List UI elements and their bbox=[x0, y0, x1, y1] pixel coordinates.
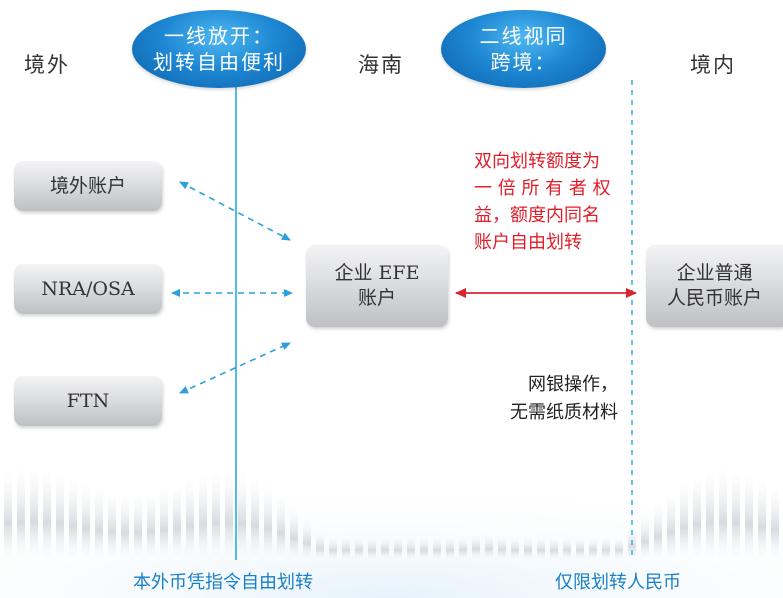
region-hainan: 海南 bbox=[358, 53, 404, 77]
region-offshore: 境外 bbox=[24, 53, 70, 77]
online-banking-note-line: 网银操作， bbox=[528, 374, 618, 395]
wave-bar bbox=[238, 470, 246, 560]
wave-bar bbox=[576, 536, 584, 560]
wave-bar bbox=[95, 486, 103, 560]
wave-bar bbox=[537, 536, 545, 560]
line-one-title-2: 划转自由便利 bbox=[153, 50, 285, 74]
line-two-oval: 二线视同 跨境： bbox=[441, 10, 606, 88]
transfer-limit-note-line: 益，额度内同名 bbox=[474, 205, 600, 226]
wave-bar bbox=[160, 485, 168, 560]
rmb-account-label-1: 企业普通 bbox=[676, 262, 753, 284]
decorative-swirl bbox=[0, 440, 783, 598]
arrow-ftn bbox=[179, 342, 291, 394]
online-banking-note-line: 无需纸质材料 bbox=[510, 402, 618, 423]
line-one-title-1: 一线放开： bbox=[164, 24, 274, 48]
wave-bar bbox=[667, 490, 675, 560]
arrow-offshore-account bbox=[179, 181, 291, 241]
wave-bar bbox=[277, 493, 285, 560]
wave-bar bbox=[329, 536, 337, 560]
transfer-limit-note: 双向划转额度为 一 倍 所 有 者 权 益，额度内同名 账户自由划转 bbox=[474, 148, 611, 256]
wave-bar bbox=[82, 481, 90, 560]
wave-bar bbox=[381, 536, 389, 560]
wave-bar bbox=[147, 489, 155, 560]
wave-bar bbox=[524, 536, 532, 560]
wave-bar bbox=[459, 535, 467, 560]
ftn-box: FTN bbox=[14, 376, 162, 426]
wave-bar bbox=[407, 536, 415, 560]
wave-bar bbox=[511, 536, 519, 560]
wave-bar bbox=[43, 466, 51, 560]
wave-bar bbox=[641, 514, 649, 560]
wave-bar bbox=[108, 489, 116, 560]
wave-bar bbox=[134, 491, 142, 560]
wave-bar bbox=[225, 467, 233, 560]
wave-bar bbox=[550, 536, 558, 560]
wave-bar bbox=[498, 534, 506, 560]
wave-bar bbox=[732, 467, 740, 560]
wave-bar bbox=[342, 536, 350, 560]
wave-bar bbox=[251, 475, 259, 560]
footer-right-caption: 仅限划转人民币 bbox=[555, 572, 681, 593]
decorative-wave-bars bbox=[4, 464, 779, 560]
wave-bar bbox=[433, 536, 441, 560]
wave-bar bbox=[173, 481, 181, 560]
wave-bar bbox=[472, 532, 480, 560]
wave-bar bbox=[563, 536, 571, 560]
wave-bar bbox=[420, 536, 428, 560]
efe-account-label-2: 账户 bbox=[357, 287, 396, 309]
wave-bar bbox=[30, 464, 38, 560]
wave-bar bbox=[706, 467, 714, 560]
wave-bar bbox=[602, 536, 610, 560]
wave-bar bbox=[316, 531, 324, 560]
wave-bar bbox=[758, 477, 766, 560]
wave-bar bbox=[771, 484, 779, 560]
transfer-limit-note-line: 账户自由划转 bbox=[474, 232, 582, 253]
wave-bar bbox=[394, 536, 402, 560]
wave-bar bbox=[264, 483, 272, 560]
footer-left-caption: 本外币凭指令自由划转 bbox=[133, 572, 313, 593]
wave-bar bbox=[186, 475, 194, 560]
wave-bar bbox=[745, 471, 753, 560]
online-banking-note: 网银操作， 无需纸质材料 bbox=[484, 371, 618, 427]
wave-bar bbox=[693, 472, 701, 560]
wave-bar bbox=[303, 518, 311, 560]
wave-bar bbox=[212, 468, 220, 560]
wave-bar bbox=[355, 536, 363, 560]
line-two-title-1: 二线视同 bbox=[479, 24, 568, 48]
transfer-limit-note-line: 双向划转额度为 bbox=[474, 151, 600, 172]
wave-bar bbox=[654, 501, 662, 560]
region-onshore: 境内 bbox=[690, 53, 736, 77]
ftn-label: FTN bbox=[66, 389, 110, 412]
wave-bar bbox=[485, 532, 493, 560]
nra-osa-label: NRA/OSA bbox=[41, 277, 135, 300]
wave-bar bbox=[290, 505, 298, 560]
wave-bar bbox=[199, 471, 207, 560]
wave-bar bbox=[4, 469, 12, 560]
wave-bar bbox=[615, 536, 623, 560]
rmb-account-box: 企业普通 人民币账户 bbox=[646, 245, 783, 327]
nra-osa-box: NRA/OSA bbox=[14, 264, 162, 314]
rmb-account-label-2: 人民币账户 bbox=[666, 287, 762, 309]
offshore-account-label: 境外账户 bbox=[49, 174, 126, 197]
wave-bar bbox=[446, 536, 454, 560]
line-two-title-2: 跨境： bbox=[490, 50, 557, 74]
offshore-account-box: 境外账户 bbox=[14, 161, 162, 211]
wave-bar bbox=[680, 480, 688, 560]
wave-bar bbox=[17, 465, 25, 560]
wave-bar bbox=[589, 536, 597, 560]
line-one-oval: 一线放开： 划转自由便利 bbox=[132, 10, 306, 88]
efe-account-box: 企业 EFE 账户 bbox=[306, 245, 448, 327]
wave-bar bbox=[719, 466, 727, 560]
wave-bar bbox=[56, 470, 64, 560]
efe-account-label-1: 企业 EFE bbox=[334, 262, 420, 284]
wave-bar bbox=[69, 475, 77, 560]
wave-bar bbox=[121, 491, 129, 560]
wave-bar bbox=[368, 536, 376, 560]
transfer-limit-note-line: 一 倍 所 有 者 权 bbox=[474, 178, 611, 199]
